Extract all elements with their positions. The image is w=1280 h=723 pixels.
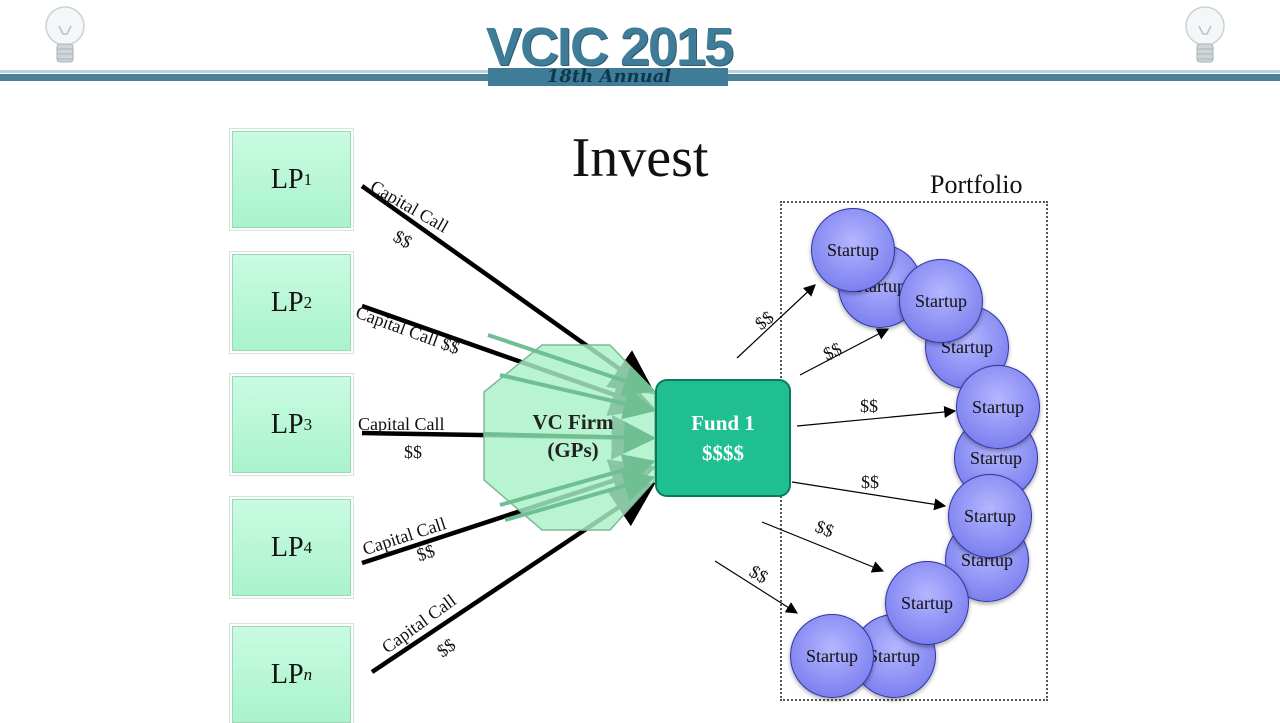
startup-circle: Startup — [956, 365, 1040, 449]
vc-firm-line1: VC Firm — [532, 410, 614, 434]
lp-label: LP — [270, 408, 304, 440]
startup-circle: Startup — [811, 208, 895, 292]
lp-subscript: 3 — [303, 414, 313, 434]
investment-arrow-5 — [761, 521, 885, 573]
investment-arrow-6 — [714, 560, 799, 614]
logo-main-text: VCIC 2015 — [485, 17, 734, 77]
lp-label: LP — [270, 286, 304, 318]
lp-subscript: 1 — [303, 169, 313, 189]
lp-label: LP — [270, 531, 304, 563]
vc-firm-label: VC Firm (GPs) — [506, 408, 640, 464]
startup-circle: Startup — [885, 561, 969, 645]
startup-circle: Startup — [790, 614, 874, 698]
vc-firm-line2: (GPs) — [547, 438, 599, 462]
lp-label: LP — [270, 658, 304, 690]
startup-circle: Startup — [899, 259, 983, 343]
green-arrow — [483, 421, 656, 454]
investment-arrow-4 — [791, 481, 947, 511]
investment-arrow-3 — [796, 406, 957, 427]
page-title: Invest — [571, 127, 709, 189]
lightbulb-icon — [45, 6, 85, 63]
lp-subscript: 2 — [303, 292, 313, 312]
logo-sub-text: 18th Annual — [546, 66, 672, 87]
investment-arrow-2 — [799, 328, 890, 376]
lp-label: LP — [270, 163, 304, 195]
fund-amount: $$$$ — [702, 441, 744, 465]
green-arrow — [487, 333, 656, 397]
portfolio-label: Portfolio — [930, 170, 1023, 199]
capital-call-label-3: Capital Call — [358, 414, 445, 434]
startup-circle: Startup — [948, 474, 1032, 558]
lp-subscript: n — [303, 664, 313, 684]
green-arrow — [499, 373, 656, 420]
lp-subscript: 4 — [303, 537, 313, 557]
lightbulb-icon — [1185, 6, 1225, 63]
fund-box: Fund 1 $$$$ — [655, 379, 791, 497]
green-arrow — [504, 470, 656, 522]
vcic-logo: VCIC 2015 18th Annual — [478, 18, 740, 90]
fund-name: Fund 1 — [691, 411, 755, 435]
capital-call-amount-3: $$ — [404, 442, 422, 462]
investment-amount-4: $$ — [861, 472, 879, 492]
investment-arrow-1 — [736, 284, 816, 359]
investment-amount-3: $$ — [860, 396, 878, 416]
green-arrow — [499, 454, 656, 507]
logo-band — [488, 68, 728, 86]
